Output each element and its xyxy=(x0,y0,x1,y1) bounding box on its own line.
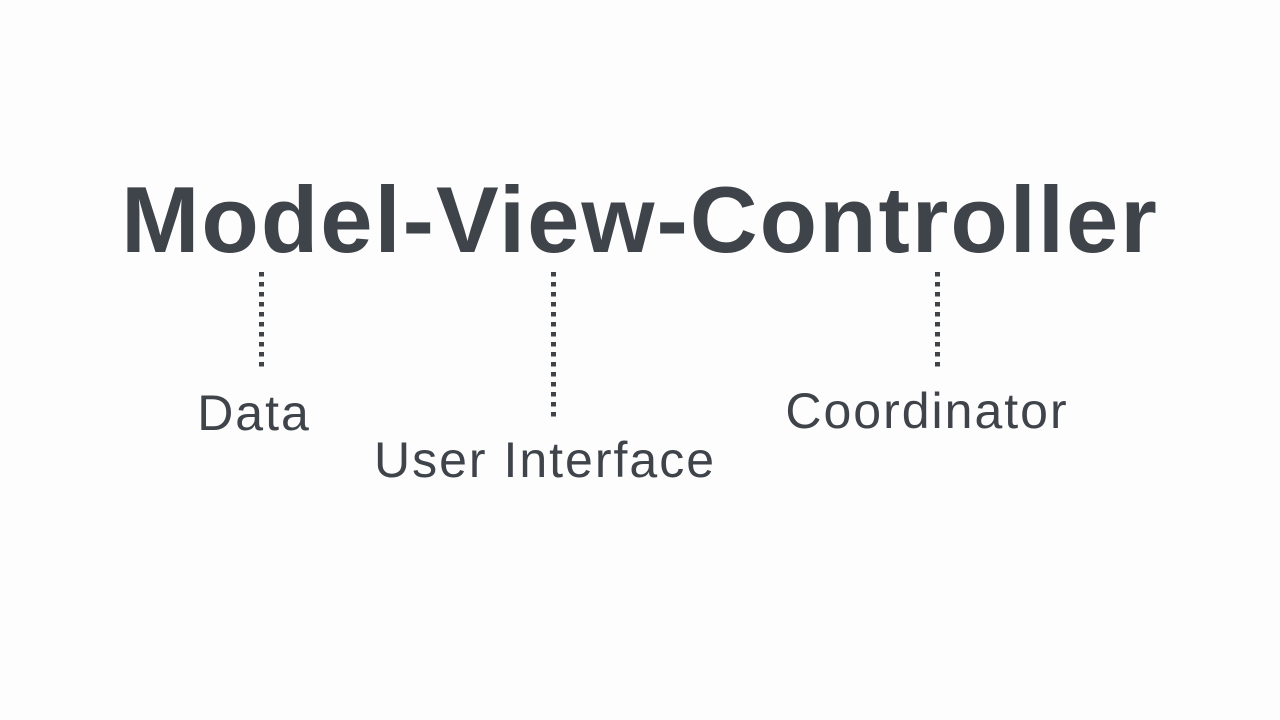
annotation-controller-coordinator: Coordinator xyxy=(785,383,1069,439)
page-title: Model-View-Controller xyxy=(121,167,1159,272)
dotted-connector-controller xyxy=(935,272,940,369)
annotation-model-data: Data xyxy=(197,385,311,441)
dotted-connector-view xyxy=(551,272,556,420)
dotted-connector-model xyxy=(259,272,264,369)
annotation-view-user-interface: User Interface xyxy=(373,432,717,488)
